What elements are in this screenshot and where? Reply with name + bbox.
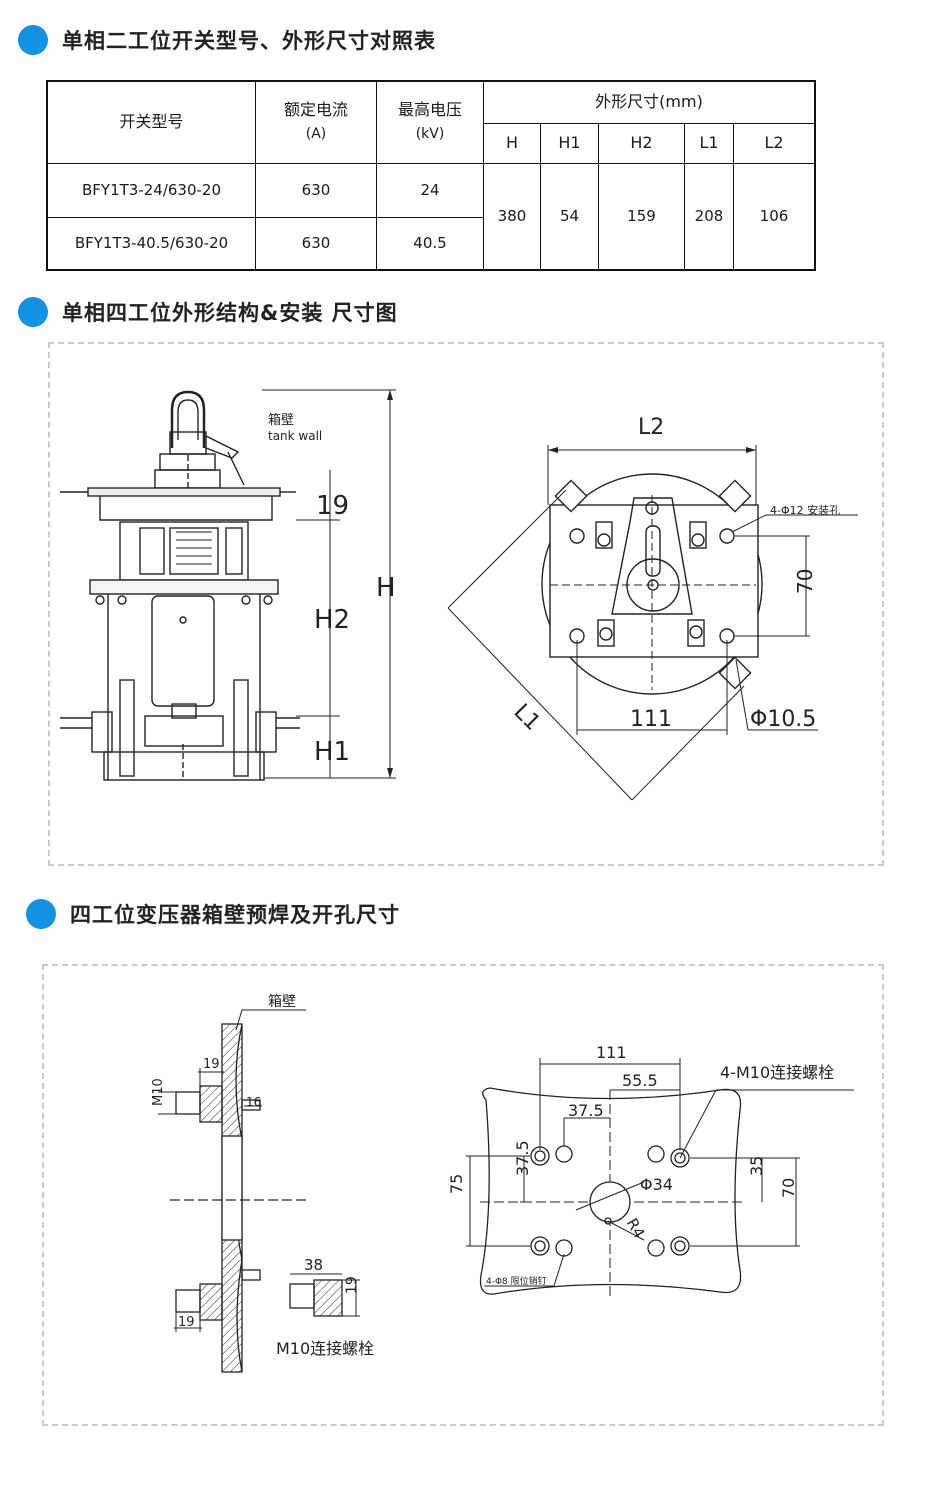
dim-M10-label: M10: [151, 1078, 166, 1106]
bullet-dot-icon: [26, 899, 56, 929]
table-row: BFY1T3-40.5/630-20 630 40.5: [46, 216, 815, 271]
dim-111-label: 111: [630, 707, 672, 732]
dim-19-top-label: 19: [203, 1057, 220, 1072]
tank-wall-label: 箱壁: [268, 994, 296, 1010]
diagram-frame-structure: [48, 342, 884, 866]
dim-555-label: 55.5: [622, 1071, 658, 1090]
section-title-welding: 四工位变压器箱壁预焊及开孔尺寸: [26, 896, 400, 932]
bullet-dot-icon: [18, 297, 48, 327]
spec-table: 开关型号 额定电流(A) 最高电压(kV) 外形尺寸(mm) H H1 H2 L…: [46, 80, 816, 271]
dim-L1-label: L1: [509, 699, 545, 735]
cell-voltage: 40.5: [376, 216, 484, 271]
cell-model: BFY1T3-24/630-20: [46, 162, 256, 218]
dim-111-label: 111: [596, 1043, 627, 1062]
bolt-label: M10连接螺栓: [276, 1339, 374, 1358]
section-title-structure: 单相四工位外形结构&安装 尺寸图: [18, 294, 398, 330]
tank-wall-label-en: tank wall: [268, 429, 322, 443]
dim-38-label: 38: [304, 1256, 323, 1274]
pin-note-label: 4-Φ8 限位销钉: [486, 1275, 547, 1287]
dim-70-label: 70: [779, 1178, 798, 1198]
dim-phi105-label: Φ10.5: [750, 707, 816, 732]
dim-phi34-label: Φ34: [640, 1175, 673, 1194]
header-dims: 外形尺寸(mm): [483, 80, 816, 124]
dim-35-label: 35: [747, 1156, 766, 1176]
section-title-table: 单相二工位开关型号、外形尺寸对照表: [18, 22, 436, 58]
bullet-dot-icon: [18, 25, 48, 55]
cell-L1: 208: [684, 162, 734, 271]
header-H1: H1: [540, 122, 599, 164]
diagram-frame-welding: [42, 964, 884, 1426]
dim-H2-label: H2: [314, 605, 350, 635]
dim-19-bolt-label: 19: [344, 1276, 360, 1294]
cell-H: 380: [483, 162, 541, 271]
cell-H1: 54: [540, 162, 599, 271]
dim-H-label: H: [376, 573, 396, 603]
dim-75-label: 75: [447, 1174, 466, 1194]
header-L1: L1: [684, 122, 734, 164]
bolt-note-label: 4-M10连接螺栓: [720, 1063, 834, 1082]
dim-19-label: 19: [316, 491, 349, 521]
hole-note-label: 4-Φ12 安装孔: [770, 503, 840, 517]
dim-L2-label: L2: [638, 415, 664, 440]
header-model: 开关型号: [46, 80, 256, 164]
cell-H2: 159: [598, 162, 685, 271]
dim-R4-label: R4: [623, 1215, 649, 1241]
dim-H1-label: H1: [314, 737, 350, 767]
header-H: H: [483, 122, 541, 164]
dim-16-label: 16: [246, 1095, 261, 1109]
cell-L2: 106: [733, 162, 816, 271]
structure-drawing: 箱壁 tank wall 19 H2 H H1 L2 L1 4-Φ12 安装孔 …: [60, 389, 858, 801]
table-row: BFY1T3-24/630-20 630 24 380 54 159 208 1…: [46, 162, 816, 271]
dim-70-label: 70: [793, 569, 817, 594]
dim-19-bottom-label: 19: [178, 1315, 195, 1330]
cell-model: BFY1T3-40.5/630-20: [46, 216, 256, 271]
cell-voltage: 24: [376, 162, 484, 218]
dim-375-top-label: 37.5: [568, 1101, 604, 1120]
dim-375-left-label: 37.5: [513, 1140, 532, 1176]
cell-current: 630: [255, 162, 377, 218]
welding-drawing: 箱壁 19 M10 16 38 19 19 M10连接螺栓 111 55.5 3…: [151, 994, 854, 1373]
tank-wall-label-cn: 箱壁: [268, 412, 294, 428]
